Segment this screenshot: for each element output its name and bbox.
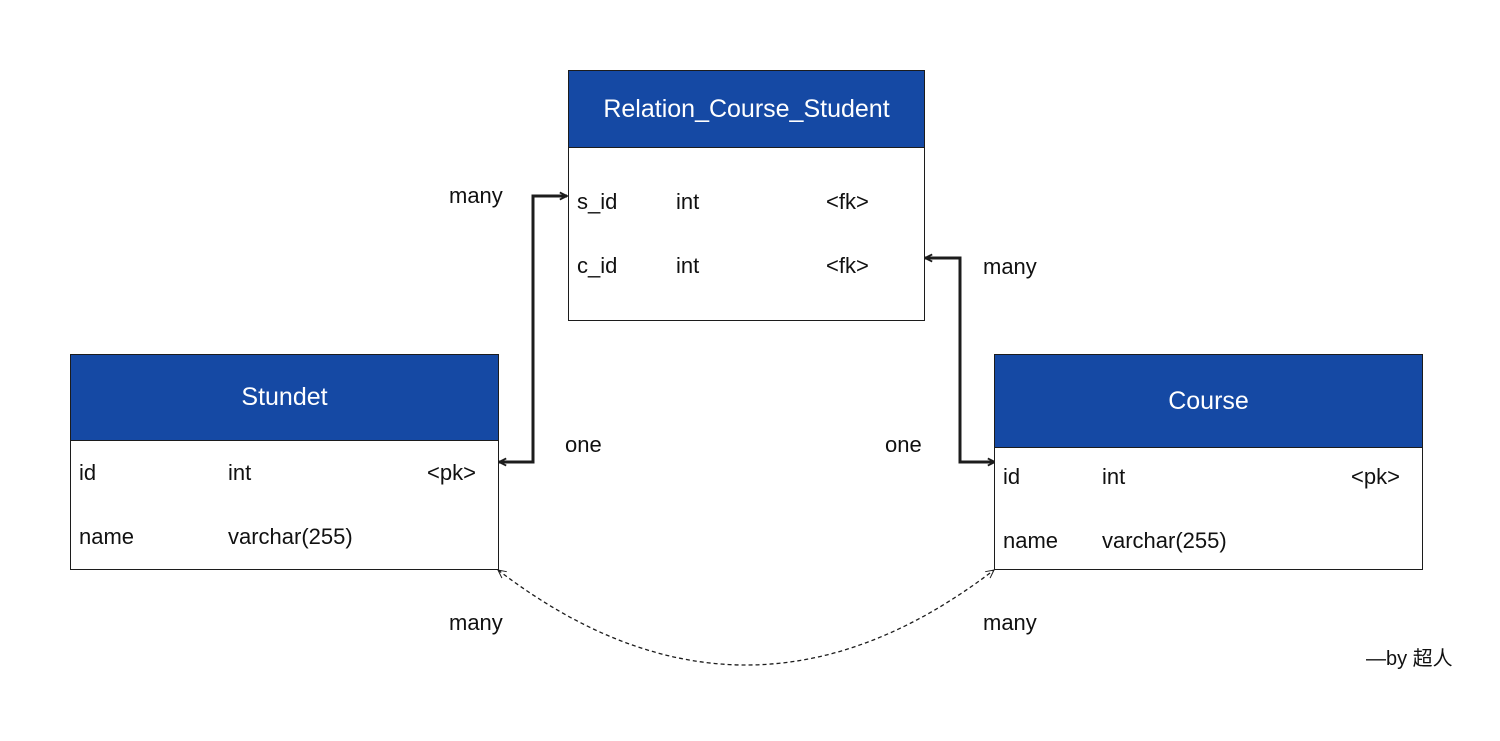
relation-table-title: Relation_Course_Student [569,71,924,148]
relation-course-student-table: Relation_Course_Student s_id int <fk> c_… [568,70,925,321]
column-type: int [676,189,700,214]
column-name: id [79,460,97,485]
column-key: <fk> [826,189,869,214]
student-table-title: Stundet [71,355,498,441]
cardinality-label-many: many [449,610,503,635]
column-key: <pk> [1351,464,1400,489]
column-type: int [1102,464,1126,489]
column-type: varchar(255) [228,524,353,549]
course-relation-connector [925,258,995,462]
student-row-name: name varchar(255) [71,522,498,552]
column-name: name [79,524,135,549]
student-course-dashed-connector [498,570,994,666]
course-row-id: id int <pk> [995,462,1422,492]
cardinality-label-many: many [983,254,1037,279]
column-name: s_id [577,189,618,214]
cardinality-label-many: many [983,610,1037,635]
author-credit: —by 超人 [1366,648,1453,670]
column-key: <pk> [427,460,476,485]
relation-row-c-id: c_id int <fk> [569,251,924,281]
student-row-id: id int <pk> [71,458,498,488]
column-name: c_id [577,253,618,278]
course-row-name: name varchar(255) [995,526,1422,556]
cardinality-label-one: one [565,432,602,457]
column-type: int [228,460,252,485]
column-key: <fk> [826,253,869,278]
column-name: id [1003,464,1021,489]
column-name: name [1003,528,1059,553]
column-type: int [676,253,700,278]
column-type: varchar(255) [1102,528,1227,553]
student-relation-connector [499,196,567,462]
course-table-title: Course [995,355,1422,448]
relation-row-s-id: s_id int <fk> [569,187,924,217]
cardinality-label-many: many [449,183,503,208]
course-table: Course id int <pk> name varchar(255) [994,354,1423,570]
student-table: Stundet id int <pk> name varchar(255) [70,354,499,570]
cardinality-label-one: one [885,432,922,457]
